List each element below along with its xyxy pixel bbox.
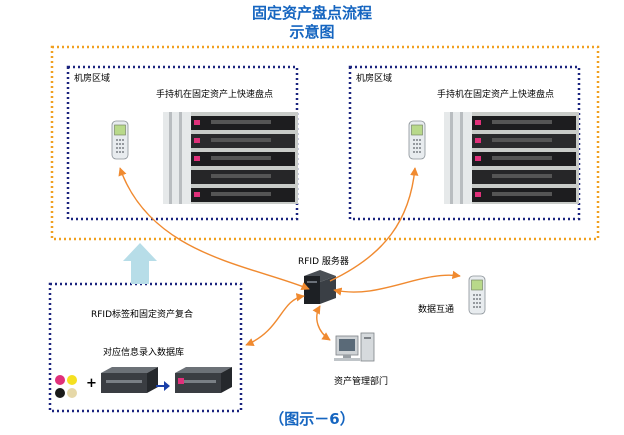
server-rack-photo-right [444,112,579,204]
registration-line2: 对应信息录入数据库 [103,348,185,358]
registration-line1: RFID标签和固定资产复合 [91,310,194,320]
zone-label-left: 机房区域 [74,74,111,84]
plus-sign: + [86,376,97,391]
machine-room-zone-right [348,65,581,221]
link-server-left-handheld [118,167,310,291]
inventory-area-boundary [50,45,600,241]
rfid-server-icon [304,270,336,304]
server-unit-tagged [175,367,232,393]
zone-description-left: 手持机在固定资产上快速盘点 [156,90,274,100]
zone-label-right: 机房区域 [356,74,393,84]
figure-caption: （图示－6） [269,410,355,428]
page-title-line1: 固定资产盘点流程 [251,4,372,22]
desktop-computer-icon [334,332,375,362]
combine-arrow-icon [156,381,170,391]
handheld-scanner-icon-sync [468,275,486,315]
page-title-line2: 示意图 [289,23,335,41]
link-server-registration [245,293,305,346]
server-label: RFID 服务器 [298,257,349,267]
color-tag-dots [55,375,77,398]
server-unit-plain [101,367,158,393]
sync-label: 数据互通 [418,305,455,315]
link-server-sync-handheld [333,270,461,296]
handheld-scanner-icon-right [408,120,426,160]
server-rack-photo-left [163,112,298,204]
zone-description-right: 手持机在固定资产上快速盘点 [437,90,555,100]
upload-up-arrow [123,243,157,284]
handheld-scanner-icon-left [111,120,129,160]
link-server-desktop [312,305,331,341]
dept-label: 资产管理部门 [334,377,389,387]
